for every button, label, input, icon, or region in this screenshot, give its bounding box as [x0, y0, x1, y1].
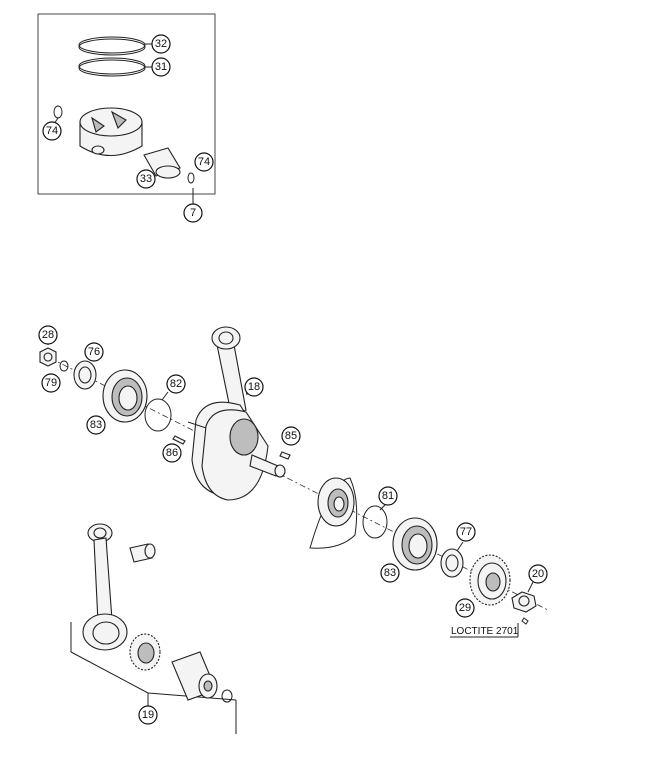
callout-18: 18	[244, 377, 264, 397]
svg-text:74: 74	[46, 125, 58, 137]
svg-text:83: 83	[384, 567, 396, 579]
needle-bearing	[129, 633, 161, 671]
callout-85: 85	[281, 426, 301, 446]
svg-text:33: 33	[140, 173, 152, 185]
svg-text:79: 79	[45, 377, 57, 389]
connecting-rod	[82, 523, 128, 651]
svg-text:7: 7	[190, 207, 196, 219]
callout-7: 7	[183, 203, 203, 223]
callout-33: 33	[136, 169, 156, 189]
callout-83-right: 83	[380, 563, 400, 583]
woodruff-key-right	[279, 451, 291, 460]
svg-text:81: 81	[382, 490, 394, 502]
callout-32: 32	[145, 34, 171, 54]
primary-gear-sector	[309, 477, 358, 549]
pin-washer	[221, 689, 233, 703]
svg-text:86: 86	[166, 447, 178, 459]
shim-ring-left	[144, 398, 172, 432]
callout-86: 86	[162, 443, 182, 463]
callout-20: 20	[527, 564, 548, 593]
crank-nut	[39, 347, 57, 367]
callout-83-left: 83	[86, 415, 106, 435]
svg-text:31: 31	[155, 61, 167, 73]
small-end-bushing	[129, 543, 156, 563]
loctite-marker	[521, 617, 529, 625]
piston-group-frame	[37, 13, 216, 195]
circlip-left	[53, 105, 63, 119]
callout-28: 28	[38, 325, 58, 345]
callout-31: 31	[145, 57, 171, 77]
svg-text:19: 19	[142, 709, 154, 721]
crank-gear	[469, 554, 511, 606]
callout-19: 19	[138, 705, 158, 725]
svg-text:82: 82	[170, 378, 182, 390]
svg-text:77: 77	[460, 526, 472, 538]
woodruff-key-left	[172, 435, 186, 445]
svg-text:83: 83	[90, 419, 102, 431]
callout-81: 81	[378, 486, 398, 511]
shaft-seal	[73, 360, 97, 390]
crank-pin	[171, 651, 218, 701]
svg-text:28: 28	[42, 329, 54, 341]
main-bearing-left	[102, 369, 148, 423]
callout-82: 82	[161, 374, 186, 401]
callout-76: 76	[84, 342, 104, 362]
circlip-right	[187, 172, 195, 184]
svg-text:74: 74	[198, 156, 210, 168]
shim-ring-right	[362, 505, 388, 539]
loctite-note: LOCTITE 2701	[450, 623, 519, 638]
svg-text:76: 76	[88, 346, 100, 358]
svg-text:LOCTITE 2701: LOCTITE 2701	[451, 626, 519, 637]
callout-79: 79	[41, 373, 61, 393]
svg-text:18: 18	[248, 381, 260, 393]
washer-79	[59, 360, 69, 372]
callout-74-right: 74	[194, 152, 214, 172]
piston-pin	[143, 147, 181, 179]
spacer-ring	[440, 548, 464, 578]
gear-nut	[511, 591, 537, 613]
svg-text:29: 29	[459, 602, 471, 614]
callout-74-left: 74	[42, 117, 62, 141]
piston-ring-upper	[78, 36, 146, 56]
svg-text:32: 32	[155, 38, 167, 50]
svg-text:85: 85	[285, 430, 297, 442]
main-bearing-right	[392, 517, 438, 571]
crankshaft	[187, 326, 286, 501]
callout-77: 77	[456, 522, 476, 552]
piston	[79, 107, 143, 156]
callout-29: 29	[455, 598, 475, 618]
svg-text:20: 20	[532, 568, 544, 580]
piston-ring-lower	[78, 57, 146, 77]
